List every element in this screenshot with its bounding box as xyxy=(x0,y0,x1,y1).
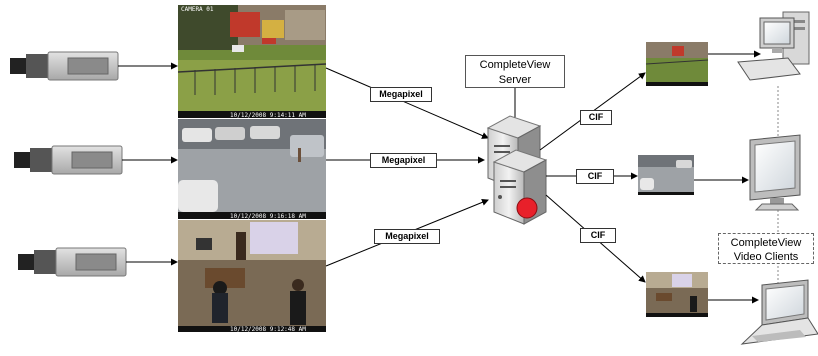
camera-icon xyxy=(14,145,123,175)
client-feed-1 xyxy=(645,42,709,86)
feed-timestamp: 10/12/2008 9:14:11 AM xyxy=(230,112,306,119)
laptop-icon xyxy=(740,279,818,345)
monitor-icon xyxy=(749,134,801,211)
camera-feed-2: 10/12/2008 9:16:18 AM xyxy=(178,119,326,220)
server-label-line-1: CompleteView xyxy=(479,59,551,71)
camera-icon xyxy=(18,247,127,277)
client-feed-3 xyxy=(646,272,708,317)
clients-label: CompleteView Video Clients xyxy=(718,233,814,264)
link-label-megapixel-3: Megapixel xyxy=(374,229,440,244)
camera-feed-1: 10/12/2008 9:14:11 AM CAMERA 01 xyxy=(177,5,327,119)
feed-header: CAMERA 01 xyxy=(181,6,214,13)
link-label-megapixel-1: Megapixel xyxy=(370,87,432,102)
link-label-cif-2: CIF xyxy=(576,169,614,184)
clients-label-line-1: CompleteView xyxy=(730,237,802,249)
camera-icon xyxy=(10,51,119,81)
desktop-computer-icon xyxy=(737,11,810,81)
feed-timestamp: 10/12/2008 9:12:48 AM xyxy=(230,326,306,333)
link-label-megapixel-2: Megapixel xyxy=(370,153,437,168)
server-label: CompleteView Server xyxy=(465,55,565,88)
camera-feed-3: 10/12/2008 9:12:48 AM xyxy=(178,220,326,333)
feed-timestamp: 10/12/2008 9:16:18 AM xyxy=(230,213,306,220)
link-label-cif-3: CIF xyxy=(580,228,616,243)
client-feed-2 xyxy=(638,155,694,195)
status-dot xyxy=(516,197,538,219)
server-label-line-2: Server xyxy=(498,74,532,86)
link-label-cif-1: CIF xyxy=(580,110,612,125)
clients-label-line-2: Video Clients xyxy=(733,251,799,263)
